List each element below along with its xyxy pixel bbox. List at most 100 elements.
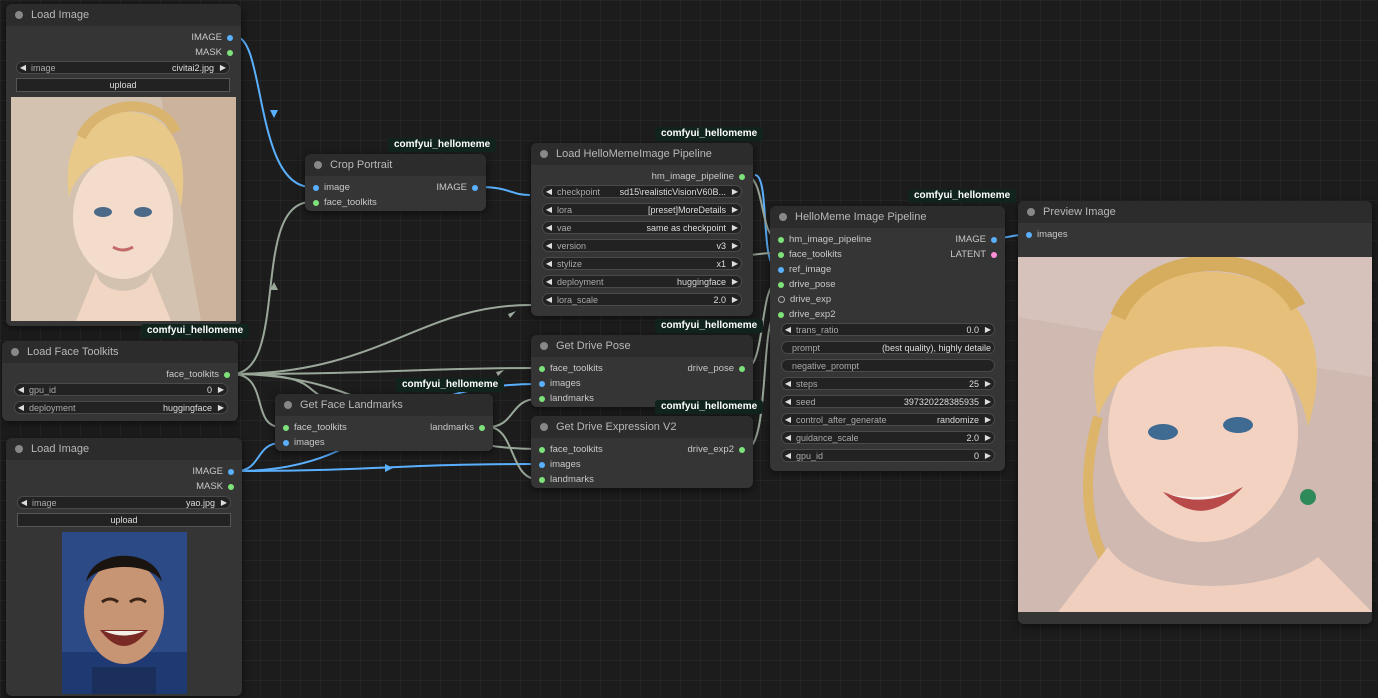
input-pin-images[interactable] [283,439,289,446]
arrow-right-icon[interactable]: ▶ [731,205,739,214]
collapse-dot-icon[interactable] [15,11,23,19]
output-pin-drive-pose[interactable] [739,365,745,372]
arrow-right-icon[interactable]: ▶ [731,223,739,232]
output-pin-image[interactable] [227,34,233,41]
arrow-right-icon[interactable]: ▶ [219,63,227,72]
lora-widget[interactable]: ◀lora[preset]MoreDetails▶ [542,203,742,216]
arrow-left-icon[interactable]: ◀ [545,205,553,214]
arrow-right-icon[interactable]: ▶ [731,259,739,268]
load-face-toolkits-node[interactable]: Load Face Toolkits face_toolkits ◀ gpu_i… [2,341,238,421]
input-pin-drive-exp2[interactable] [778,311,784,318]
negative-prompt-field[interactable]: negative_prompt [781,359,995,372]
output-pin-hm-image-pipeline[interactable] [739,173,745,180]
deployment-widget[interactable]: ◀ deployment huggingface ▶ [14,401,228,414]
input-pin-ref-image[interactable] [778,266,784,273]
output-pin-latent[interactable] [991,251,997,258]
load-image-node-1[interactable]: Load Image IMAGE MASK ◀ image civitai2.j… [6,4,241,326]
get-face-landmarks-node[interactable]: Get Face Landmarks face_toolkits images … [275,394,493,451]
image-select-widget[interactable]: ◀ image civitai2.jpg ▶ [16,61,230,74]
output-pin-image[interactable] [472,184,478,191]
arrow-right-icon[interactable]: ▶ [731,187,739,196]
input-pin-landmarks[interactable] [539,395,545,402]
collapse-dot-icon[interactable] [779,213,787,221]
arrow-left-icon[interactable]: ◀ [17,385,25,394]
collapse-dot-icon[interactable] [314,161,322,169]
load-hellomeme-pipeline-node[interactable]: Load HelloMemeImage Pipeline hm_image_pi… [531,143,753,316]
input-pin-face-toolkits[interactable] [313,199,319,206]
preview-image-node[interactable]: Preview Image images [1018,201,1372,624]
collapse-dot-icon[interactable] [11,348,19,356]
input-pin-face-toolkits[interactable] [283,424,289,431]
arrow-right-icon[interactable]: ▶ [731,277,739,286]
arrow-left-icon[interactable]: ◀ [545,277,553,286]
output-pin-mask[interactable] [228,483,234,490]
arrow-right-icon[interactable]: ▶ [984,397,992,406]
crop-portrait-node[interactable]: Crop Portrait image face_toolkits IMAGE [305,154,486,211]
prompt-field[interactable]: prompt(best quality), highly detaile [781,341,995,354]
output-pin-mask[interactable] [227,49,233,56]
collapse-dot-icon[interactable] [1027,208,1035,216]
collapse-dot-icon[interactable] [540,423,548,431]
arrow-left-icon[interactable]: ◀ [784,379,792,388]
image-select-widget[interactable]: ◀ image yao.jpg ▶ [17,496,231,509]
get-drive-pose-node[interactable]: Get Drive Pose face_toolkits images land… [531,335,753,407]
hellomeme-image-pipeline-node[interactable]: HelloMeme Image Pipeline hm_image_pipeli… [770,206,1005,471]
arrow-right-icon[interactable]: ▶ [984,325,992,334]
input-pin-images[interactable] [539,461,545,468]
arrow-right-icon[interactable]: ▶ [984,415,992,424]
output-pin-image[interactable] [991,236,997,243]
upload-button[interactable]: upload [16,78,230,92]
output-pin-face-toolkits[interactable] [224,371,230,378]
arrow-left-icon[interactable]: ◀ [545,259,553,268]
arrow-right-icon[interactable]: ▶ [217,403,225,412]
load-image-node-2[interactable]: Load Image IMAGE MASK ◀ image yao.jpg ▶ … [6,438,242,696]
input-pin-images[interactable] [1026,231,1032,238]
arrow-left-icon[interactable]: ◀ [784,433,792,442]
collapse-dot-icon[interactable] [15,445,23,453]
arrow-left-icon[interactable]: ◀ [20,498,28,507]
collapse-dot-icon[interactable] [284,401,292,409]
output-pin-landmarks[interactable] [479,424,485,431]
collapse-dot-icon[interactable] [540,150,548,158]
gpu-id-widget[interactable]: ◀ gpu_id 0 ▶ [14,383,228,396]
collapse-dot-icon[interactable] [540,342,548,350]
output-pin-drive-exp2[interactable] [739,446,745,453]
input-pin-landmarks[interactable] [539,476,545,483]
get-drive-expression-node[interactable]: Get Drive Expression V2 face_toolkits im… [531,416,753,488]
arrow-right-icon[interactable]: ▶ [984,451,992,460]
arrow-left-icon[interactable]: ◀ [784,451,792,460]
arrow-right-icon[interactable]: ▶ [731,295,739,304]
arrow-left-icon[interactable]: ◀ [545,223,553,232]
arrow-left-icon[interactable]: ◀ [545,295,553,304]
upload-button[interactable]: upload [17,513,231,527]
arrow-left-icon[interactable]: ◀ [545,241,553,250]
arrow-right-icon[interactable]: ▶ [984,379,992,388]
arrow-left-icon[interactable]: ◀ [545,187,553,196]
output-pin-image[interactable] [228,468,234,475]
arrow-right-icon[interactable]: ▶ [217,385,225,394]
arrow-left-icon[interactable]: ◀ [784,325,792,334]
input-pin-face-toolkits[interactable] [539,365,545,372]
input-pin-drive-pose[interactable] [778,281,784,288]
input-pin-image[interactable] [313,184,319,191]
arrow-left-icon[interactable]: ◀ [17,403,25,412]
input-pin-face-toolkits[interactable] [539,446,545,453]
input-pin-drive-exp[interactable] [778,296,785,303]
arrow-left-icon[interactable]: ◀ [19,63,27,72]
input-pin-images[interactable] [539,380,545,387]
arrow-left-icon[interactable]: ◀ [784,415,792,424]
arrow-left-icon[interactable]: ◀ [784,397,792,406]
arrow-right-icon[interactable]: ▶ [984,433,992,442]
input-pin-hm-image-pipeline[interactable] [778,236,784,243]
